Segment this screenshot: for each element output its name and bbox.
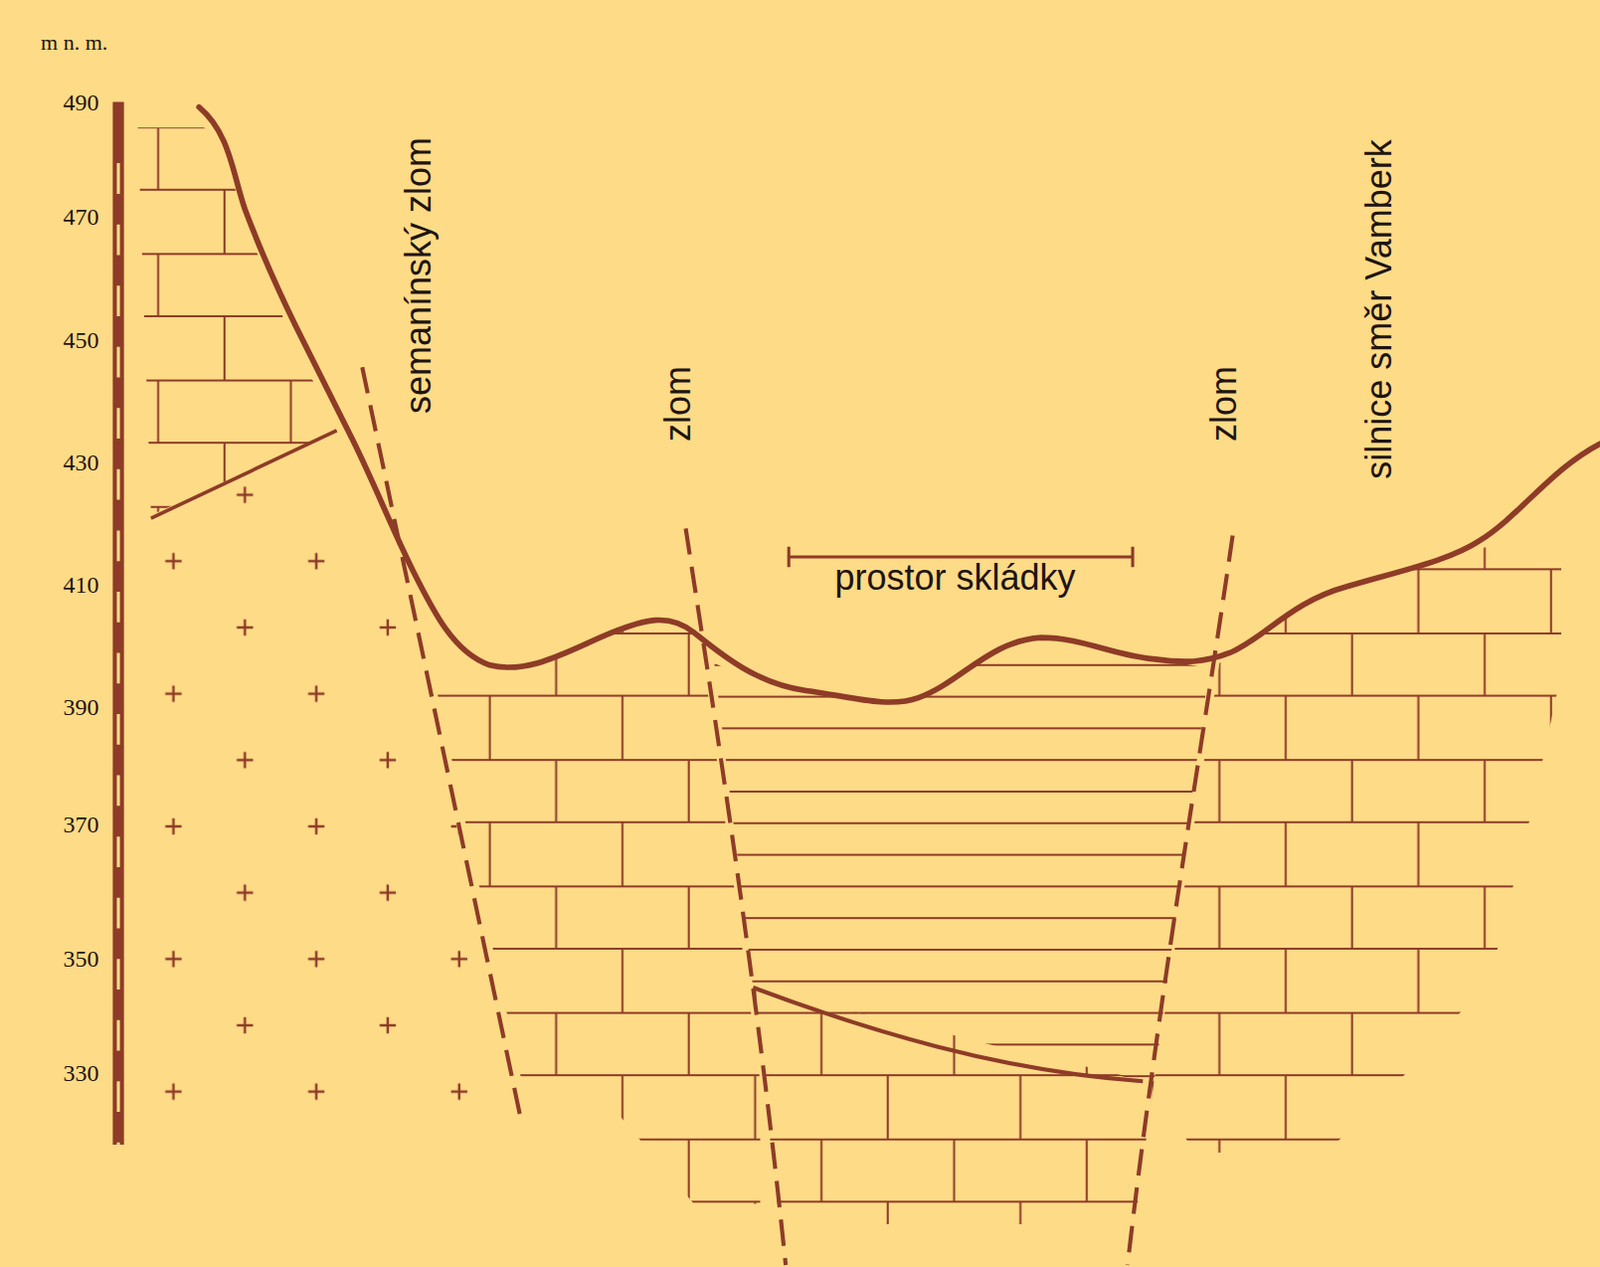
fault-name: semanínský zlom (400, 137, 437, 414)
elevation-value: 450 (63, 328, 100, 353)
fault-name: zlom (1206, 365, 1243, 442)
limestone (752, 987, 1154, 1225)
fault-line (361, 366, 521, 1117)
elevation-value: 330 (63, 1061, 100, 1085)
elevation-value: 490 (63, 90, 100, 115)
elevation-value: 410 (63, 572, 100, 597)
limestone (1154, 530, 1562, 1153)
elevation-value: 390 (63, 695, 100, 719)
axis-unit: m n. m. (40, 31, 108, 54)
fault-line (1127, 535, 1234, 1265)
fault-name: zlom (660, 365, 697, 442)
elevation-axis (112, 102, 124, 1145)
elevation-axis-ticks (116, 163, 120, 1145)
elevation-value: 370 (63, 812, 100, 837)
contact-line (752, 987, 1143, 1081)
road-label: silnice směr Vamberk (1361, 139, 1398, 479)
elevation-value: 350 (63, 946, 100, 971)
terrain-surface (198, 107, 1600, 703)
elevation-value: 470 (63, 204, 100, 229)
elevation-value: 430 (63, 450, 100, 475)
contact-line (151, 430, 338, 519)
area-label: prostor skládky (834, 559, 1075, 596)
